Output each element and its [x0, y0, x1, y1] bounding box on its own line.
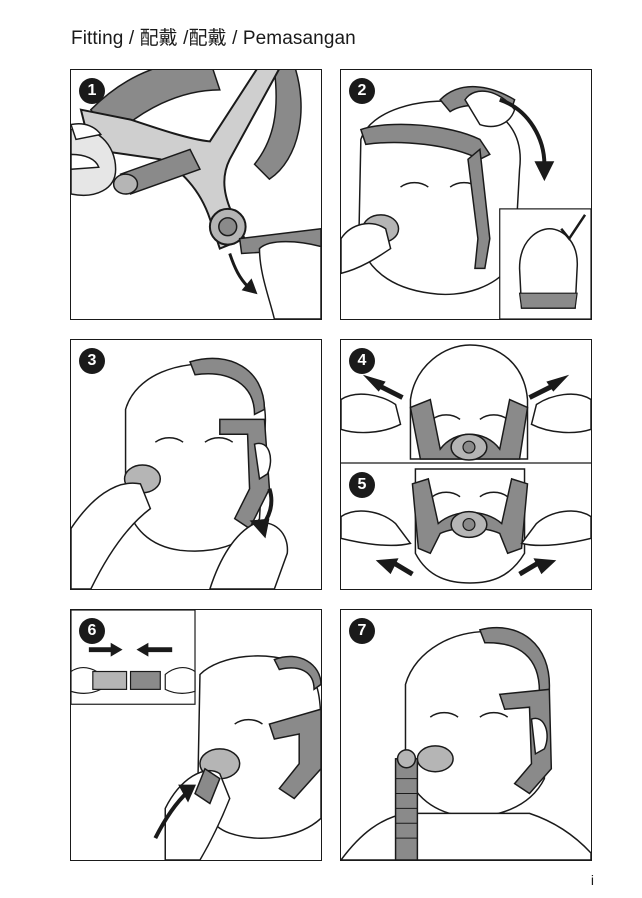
arrow-icon	[534, 161, 555, 182]
step-7-panel: 7	[340, 609, 592, 861]
step-1-badge: 1	[79, 78, 105, 104]
step-3-illustration	[71, 357, 289, 589]
step-6-illustration	[71, 610, 321, 860]
page-title: Fitting / 配戴 /配戴 / Pemasangan	[71, 28, 356, 49]
arrow-icon	[178, 784, 196, 803]
step-1-illustration	[71, 70, 321, 319]
checkmark-icon	[560, 214, 587, 241]
step-1-panel: 1	[70, 69, 322, 320]
step-2-badge: 2	[349, 78, 375, 104]
step-3-badge: 3	[79, 348, 105, 374]
step-6-badge: 6	[79, 618, 105, 644]
step-2-panel: 2	[340, 69, 592, 320]
step-4-5-panel: 4 5	[340, 339, 592, 590]
arrow-icon	[362, 374, 386, 392]
arrow-icon	[546, 374, 570, 392]
step-7-illustration	[341, 626, 591, 860]
arrow-icon	[110, 642, 123, 657]
step-6-panel: 6	[70, 609, 322, 861]
arrow-icon	[241, 278, 258, 295]
step-4-badge: 4	[349, 348, 375, 374]
step-2-illustration	[341, 85, 591, 319]
step-4-illustration	[341, 344, 591, 584]
step-7-badge: 7	[349, 618, 375, 644]
arrow-icon	[136, 642, 149, 657]
step-5-badge: 5	[349, 472, 375, 498]
step-3-panel: 3	[70, 339, 322, 590]
arrow-icon	[249, 518, 270, 539]
page-number: i	[590, 872, 594, 888]
